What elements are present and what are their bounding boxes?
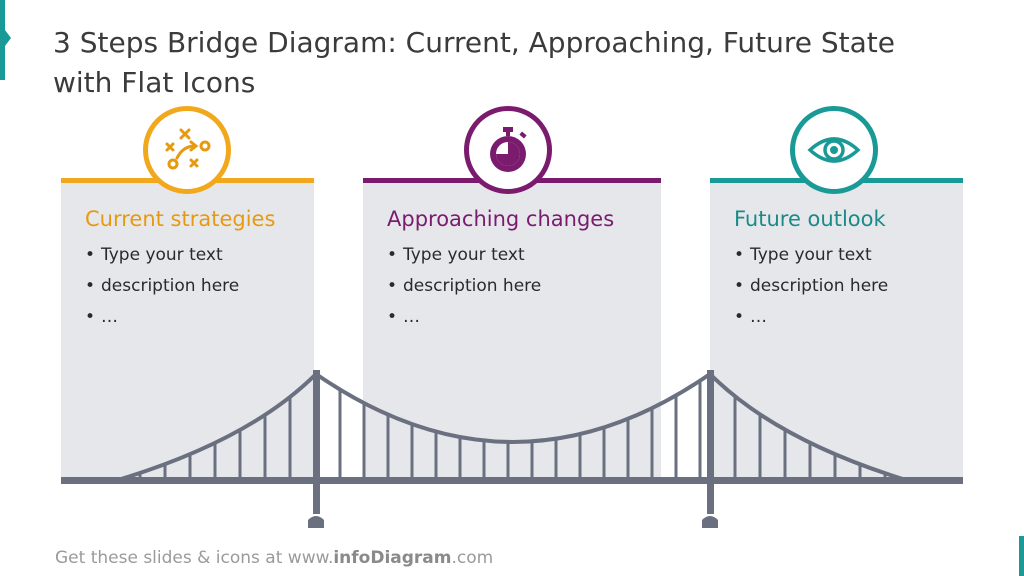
bullet-text: description here <box>750 276 889 296</box>
strategy-icon-circle <box>143 106 231 194</box>
bullet-text: … <box>101 307 118 327</box>
bullet-text: … <box>403 307 420 327</box>
bridge-tower-base <box>308 516 324 528</box>
bullet-list: •Type your text •description here •… <box>85 240 239 333</box>
bullet-item: •… <box>85 307 118 327</box>
stopwatch-icon <box>490 127 527 172</box>
bullet-text: Type your text <box>101 245 223 265</box>
bullet-item: •… <box>387 307 420 327</box>
bullet-item: •description here <box>85 276 240 296</box>
bridge-tower <box>707 370 714 514</box>
bullet-item: •Type your text <box>387 245 525 265</box>
footer-suffix: .com <box>451 548 494 568</box>
bridge-tower-base <box>702 516 718 528</box>
page-title: 3 Steps Bridge Diagram: Current, Approac… <box>53 23 953 103</box>
right-accent-bar <box>1019 536 1024 576</box>
bullet-list: •Type your text •description here •… <box>734 240 888 333</box>
bullet-item: •description here <box>734 276 889 296</box>
bridge-deck <box>61 477 963 484</box>
footer-prefix: Get these slides & icons at www. <box>55 548 334 568</box>
step-heading: Current strategies <box>85 207 276 231</box>
step-heading: Approaching changes <box>387 207 615 231</box>
step-heading: Future outlook <box>734 207 886 231</box>
bullet-item: •Type your text <box>85 245 223 265</box>
bridge-cable-right <box>708 372 907 482</box>
bullet-item: •Type your text <box>734 245 872 265</box>
bullet-item: •… <box>734 307 767 327</box>
left-accent-bar <box>0 0 5 80</box>
bridge-cable-left <box>117 372 318 482</box>
footer-credit: Get these slides & icons at www.infoDiag… <box>55 548 493 568</box>
bullet-text: Type your text <box>403 245 525 265</box>
left-accent-arrow <box>5 30 11 46</box>
bridge-tower <box>313 370 320 514</box>
footer-brand: infoDiagram <box>333 548 452 568</box>
bullet-list: •Type your text •description here •… <box>387 240 541 333</box>
stopwatch-icon-circle <box>464 106 552 194</box>
bullet-text: description here <box>101 276 240 296</box>
bridge-cable-center <box>314 372 712 444</box>
title-line-1: 3 Steps Bridge Diagram: Current, Approac… <box>53 25 895 59</box>
eye-icon <box>807 137 861 163</box>
bullet-text: Type your text <box>750 245 872 265</box>
strategy-play-icon <box>165 128 211 170</box>
bullet-text: description here <box>403 276 542 296</box>
bullet-item: •description here <box>387 276 542 296</box>
title-line-2: with Flat Icons <box>53 65 256 99</box>
bullet-text: … <box>750 307 767 327</box>
step-panel-future: Future outlook •Type your text •descript… <box>710 178 963 484</box>
eye-icon-circle <box>790 106 878 194</box>
